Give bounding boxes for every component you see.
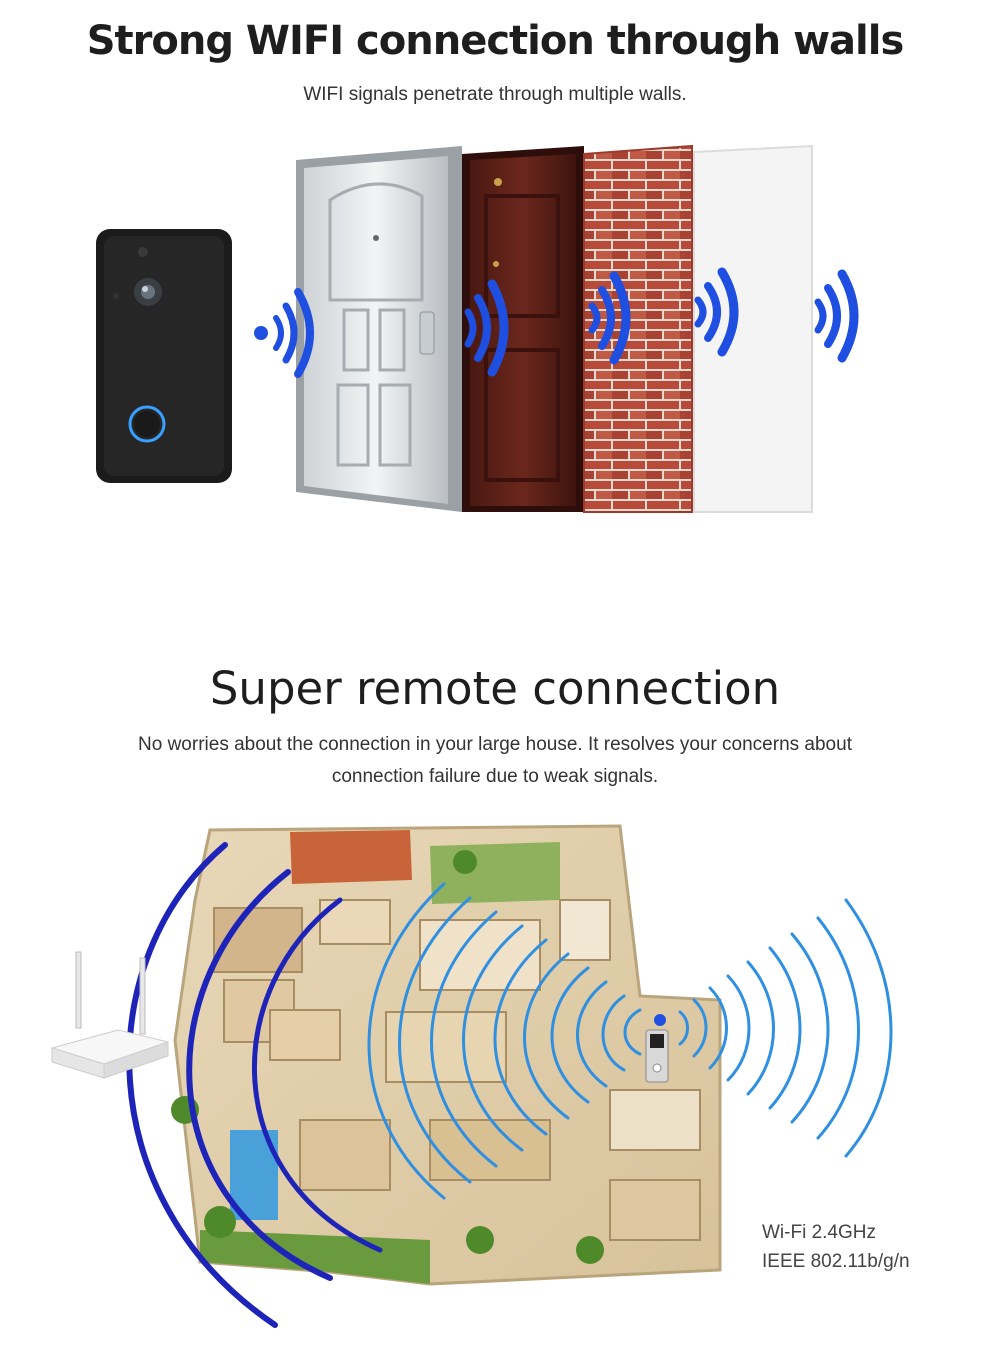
wifi-wave-icon [126,842,383,1328]
house-floorplan-icon [171,824,722,1286]
wifi-wave-icon [367,882,893,1200]
wifi-wave-icon [254,288,314,378]
wood-door-icon [462,146,584,512]
brick-wall-icon [583,144,693,513]
doorbell-icon [96,229,232,483]
spec-wifi-label: Wi-Fi 2.4GHz [762,1222,876,1243]
wifi-wave-icon [464,279,509,377]
section1-title: Strong WIFI connection through walls [86,18,905,64]
wifi-wave-icon [588,271,631,365]
wifi-wave-icon [814,269,859,363]
section2-title: Super remote connection [209,662,781,715]
doorbell-icon [645,1014,669,1083]
wifi-wave-icon [694,267,739,357]
white-wall-icon [693,144,813,513]
section1-subtitle: WIFI signals penetrate through multiple … [303,84,687,105]
metal-door-icon [296,146,462,512]
section2-subtitle: No worries about the connection in your … [138,734,852,787]
router-icon [50,951,170,1079]
spec-ieee-label: IEEE 802.11b/g/n [762,1251,910,1272]
